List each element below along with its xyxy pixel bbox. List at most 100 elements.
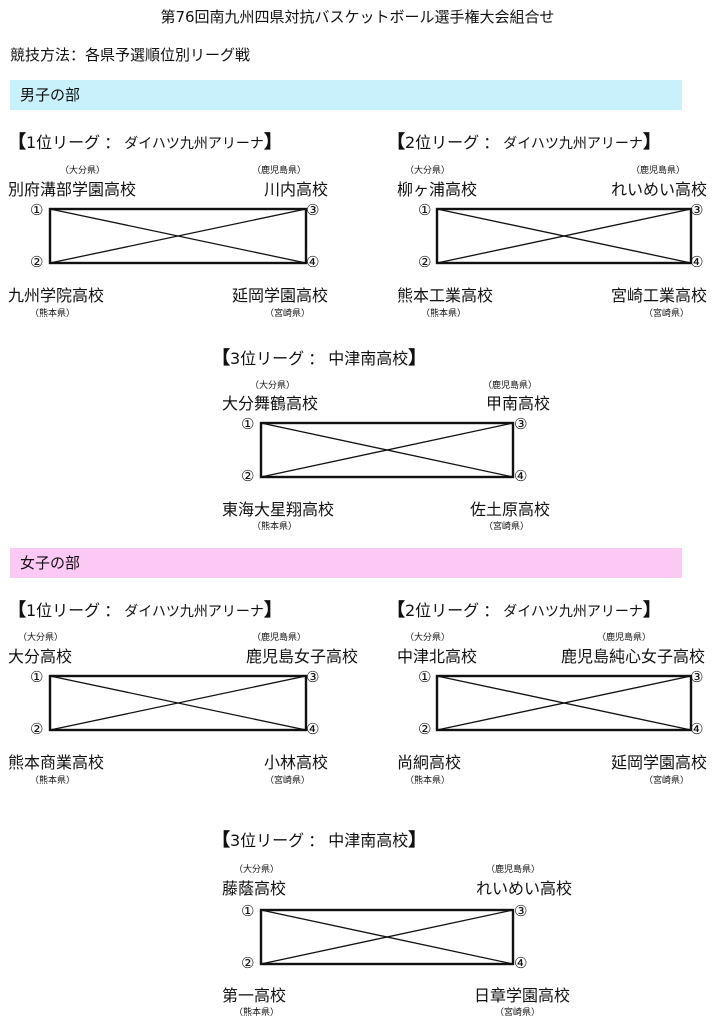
colon-separator: ： — [104, 133, 121, 152]
team-3-prefecture: （鹿児島県） — [251, 166, 306, 176]
league-title: 【3位リーグ：中津南高校】 — [212, 826, 426, 852]
bracket-close: 】 — [642, 600, 661, 621]
marker-3: ③ — [690, 201, 704, 219]
colon-separator: ： — [308, 831, 325, 850]
team-3-school: 川内高校 — [263, 180, 328, 199]
women-league-3: 【3位リーグ：中津南高校】 （大分県） 藤蔭高校 （鹿児島県） れいめい高校 ①… — [212, 826, 572, 1018]
match-diagram — [259, 421, 515, 479]
team-3-school: 鹿児島純心女子高校 — [560, 647, 705, 666]
league-venue: ダイハツ九州アリーナ — [503, 604, 643, 620]
marker-4: ④ — [690, 720, 704, 738]
women-league-2: 【2位リーグ：ダイハツ九州アリーナ】 （大分県） 中津北高校 （鹿児島県） 鹿児… — [387, 596, 707, 786]
team-4-school: 延岡学園高校 — [231, 286, 328, 305]
team-4-school: 延岡学園高校 — [610, 753, 707, 772]
team-4-prefecture: （宮崎県） — [643, 309, 689, 319]
league-venue: ダイハツ九州アリーナ — [503, 136, 643, 152]
team-4-prefecture: （宮崎県） — [643, 776, 689, 786]
marker-1: ① — [30, 201, 44, 219]
marker-1: ① — [418, 201, 432, 219]
league-title: 【2位リーグ：ダイハツ九州アリーナ】 — [387, 596, 661, 622]
bracket-close: 】 — [263, 600, 282, 621]
league-title: 【1位リーグ：ダイハツ九州アリーナ】 — [8, 128, 282, 154]
diagram-diagonal-b — [260, 422, 514, 478]
marker-4: ④ — [514, 954, 528, 972]
team-4-prefecture: （宮崎県） — [483, 522, 529, 532]
league-rank: 1位リーグ — [26, 133, 101, 152]
marker-3: ③ — [306, 201, 320, 219]
team-1-school: 柳ヶ浦高校 — [397, 180, 478, 199]
marker-4: ④ — [306, 720, 320, 738]
marker-3: ③ — [690, 668, 704, 686]
marker-4: ④ — [690, 253, 704, 271]
match-diagram — [435, 674, 693, 732]
team-4-school: 小林高校 — [263, 753, 328, 772]
diagram-frame — [259, 908, 515, 966]
team-2-prefecture: （熊本県） — [405, 776, 451, 786]
team-3-prefecture: （鹿児島県） — [251, 633, 306, 643]
marker-3: ③ — [306, 668, 320, 686]
diagram-diagonal-b — [436, 208, 692, 264]
team-2-school: 熊本工業高校 — [397, 286, 494, 305]
men-league-3: 【3位リーグ：中津南高校】 （大分県） 大分舞鶴高校 （鹿児島県） 甲南高校 ①… — [212, 344, 550, 532]
marker-1: ① — [30, 668, 44, 686]
marker-3: ③ — [514, 415, 528, 433]
women-section-header: 女子の部 — [10, 548, 682, 578]
league-title: 【1位リーグ：ダイハツ九州アリーナ】 — [8, 596, 282, 622]
team-2-school: 東海大星翔高校 — [222, 500, 335, 519]
women-league-1: 【1位リーグ：ダイハツ九州アリーナ】 （大分県） 大分高校 （鹿児島県） 鹿児島… — [8, 596, 358, 786]
league-venue: 中津南高校 — [328, 831, 409, 850]
team-3-prefecture: （鹿児島県） — [630, 166, 685, 176]
marker-3: ③ — [514, 902, 528, 920]
team-2-school: 尚絅高校 — [397, 753, 462, 772]
team-3-school: れいめい高校 — [475, 879, 572, 898]
team-3-school: 鹿児島女子高校 — [245, 647, 358, 666]
team-4-school: 佐土原高校 — [469, 500, 550, 519]
diagram-diagonal-b — [436, 675, 692, 731]
league-venue: 中津南高校 — [328, 349, 409, 368]
competition-method: 競技方法：各県予選順位別リーグ戦 — [10, 46, 251, 64]
league-venue: ダイハツ九州アリーナ — [124, 604, 264, 620]
team-1-prefecture: （大分県） — [234, 865, 280, 875]
marker-4: ④ — [514, 467, 528, 485]
team-1-school: 大分高校 — [8, 647, 73, 666]
diagram-diagonal-b — [49, 675, 307, 731]
bracket-open: 【 — [212, 830, 230, 851]
team-2-prefecture: （熊本県） — [30, 776, 76, 786]
team-4-prefecture: （宮崎県） — [264, 776, 310, 786]
match-diagram — [259, 908, 515, 966]
team-3-school: れいめい高校 — [610, 180, 707, 199]
men-section-header: 男子の部 — [10, 80, 682, 110]
men-league-2: 【2位リーグ：ダイハツ九州アリーナ】 （大分県） 柳ヶ浦高校 （鹿児島県） れい… — [387, 128, 707, 319]
diagram-frame — [435, 207, 693, 265]
bracket-open: 【 — [212, 348, 230, 369]
diagram-frame — [435, 674, 693, 732]
team-3-prefecture: （鹿児島県） — [485, 865, 540, 875]
team-1-prefecture: （大分県） — [18, 633, 64, 643]
team-2-school: 熊本商業高校 — [8, 753, 105, 772]
page-title: 第76回南九州四県対抗バスケットボール選手権大会組合せ — [160, 8, 555, 26]
team-2-prefecture: （熊本県） — [234, 1008, 280, 1018]
colon-separator: ： — [104, 601, 121, 620]
marker-2: ② — [418, 720, 432, 738]
league-rank: 2位リーグ — [405, 601, 480, 620]
match-diagram — [48, 674, 308, 732]
marker-4: ④ — [306, 253, 320, 271]
team-1-school: 中津北高校 — [397, 647, 478, 666]
team-2-school: 第一高校 — [222, 986, 287, 1005]
marker-2: ② — [241, 954, 255, 972]
team-3-prefecture: （鹿児島県） — [482, 381, 537, 391]
bracket-open: 【 — [387, 132, 405, 153]
league-rank: 2位リーグ — [405, 133, 480, 152]
team-1-prefecture: （大分県） — [405, 633, 451, 643]
team-2-prefecture: （熊本県） — [252, 522, 298, 532]
bracket-close: 】 — [263, 132, 282, 153]
marker-2: ② — [418, 253, 432, 271]
league-rank: 1位リーグ — [26, 601, 101, 620]
team-1-prefecture: （大分県） — [250, 381, 296, 391]
team-1-prefecture: （大分県） — [405, 166, 451, 176]
team-2-prefecture: （熊本県） — [421, 309, 467, 319]
team-2-school: 九州学院高校 — [8, 286, 105, 305]
team-4-school: 日章学園高校 — [473, 986, 570, 1005]
colon-separator: ： — [483, 133, 500, 152]
marker-2: ② — [30, 253, 44, 271]
